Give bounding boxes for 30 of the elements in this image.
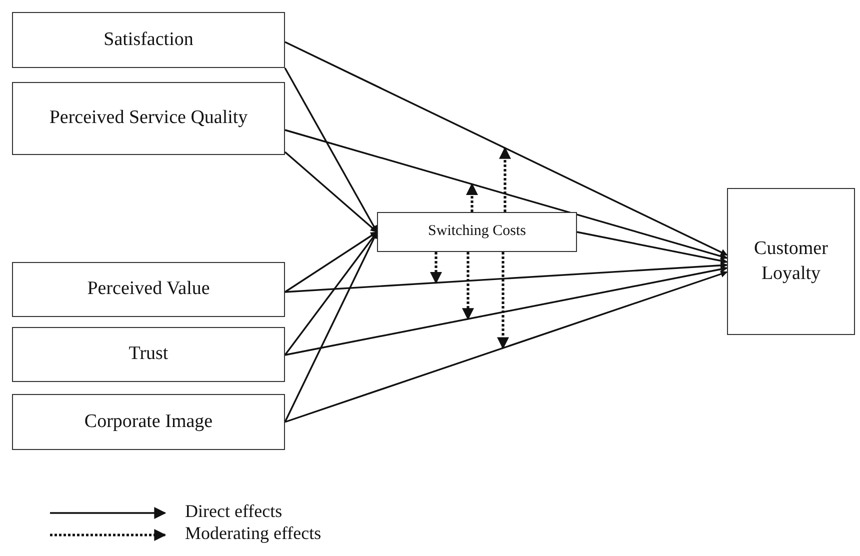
node-label: Trust	[128, 342, 168, 366]
dotted-arrow	[499, 146, 511, 212]
arrow	[284, 129, 728, 260]
process-box	[12, 12, 285, 68]
arrow	[284, 68, 378, 233]
node-label: Satisfaction	[104, 28, 194, 52]
dotted-arrow	[462, 252, 474, 320]
process-box	[727, 188, 855, 335]
process-box	[12, 82, 285, 155]
arrow	[284, 231, 378, 293]
arrow	[284, 41, 728, 256]
arrow	[284, 266, 728, 356]
legend-label: Moderating effects	[185, 523, 322, 544]
process-box	[12, 394, 285, 450]
process-box	[377, 212, 577, 252]
dotted-arrow	[430, 252, 442, 284]
node-label: Perceived Value	[87, 277, 210, 302]
node-label: Customer Loyalty	[753, 236, 829, 286]
node-label: Perceived Service Quality	[49, 106, 248, 130]
arrow	[284, 151, 378, 233]
node-label: Corporate Image	[84, 410, 213, 434]
dotted-arrow	[466, 182, 478, 212]
node-label: Switching Costs	[428, 222, 526, 242]
arrow	[284, 270, 728, 423]
arrow	[576, 231, 728, 264]
legend-label: Direct effects	[185, 501, 282, 522]
process-box	[12, 262, 285, 317]
dotted-arrow	[497, 252, 509, 350]
arrow	[284, 262, 728, 293]
process-box	[12, 327, 285, 382]
